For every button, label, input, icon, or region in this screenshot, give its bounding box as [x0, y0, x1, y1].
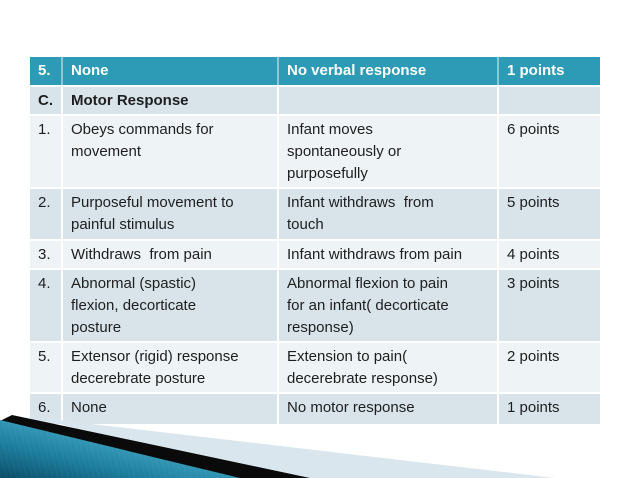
table-row: 5. Extensor (rigid) response decerebrate… [30, 341, 600, 392]
cell-criteria: Extensor (rigid) response decerebrate po… [61, 341, 277, 392]
cell-row-number: 2. [30, 187, 61, 239]
cell-infant: Extension to pain( decerebrate response) [277, 341, 497, 392]
cell-infant: Infant moves spontaneously or purposeful… [277, 114, 497, 187]
table-row: 1. Obeys commands for movement Infant mo… [30, 114, 600, 187]
teal-wedge-texture [0, 420, 240, 478]
cell-points: 4 points [497, 239, 600, 268]
cell-criteria: None [61, 392, 277, 424]
cell-row-number: 1. [30, 114, 61, 187]
cell-infant: No verbal response [277, 57, 497, 85]
cell-criteria: Purposeful movement to painful stimulus [61, 187, 277, 239]
pale-wedge [40, 418, 555, 478]
table-row: 4. Abnormal (spastic) flexion, decortica… [30, 268, 600, 341]
cell-criteria: None [61, 57, 277, 85]
cell-infant: No motor response [277, 392, 497, 424]
table-row: 6. None No motor response 1 points [30, 392, 600, 424]
cell-points: 2 points [497, 341, 600, 392]
cell-points: 1 points [497, 57, 600, 85]
table-row-section: C. Motor Response [30, 85, 600, 114]
cell-row-number: 4. [30, 268, 61, 341]
cell-infant: Infant withdraws from touch [277, 187, 497, 239]
table-row-header: 5. None No verbal response 1 points [30, 57, 600, 85]
table-row: 2. Purposeful movement to painful stimul… [30, 187, 600, 239]
cell-criteria: Withdraws from pain [61, 239, 277, 268]
cell-row-number: 3. [30, 239, 61, 268]
cell-row-number: 5. [30, 341, 61, 392]
cell-points: 3 points [497, 268, 600, 341]
gcs-table-container: 5. None No verbal response 1 points C. M… [30, 57, 600, 424]
cell-points: 6 points [497, 114, 600, 187]
cell-points: 1 points [497, 392, 600, 424]
cell-criteria: Abnormal (spastic) flexion, decorticate … [61, 268, 277, 341]
cell-row-number: 5. [30, 57, 61, 85]
cell-criteria: Motor Response [61, 85, 277, 114]
cell-points [497, 85, 600, 114]
cell-points: 5 points [497, 187, 600, 239]
corner-decoration [0, 415, 555, 478]
black-stripe [0, 415, 310, 478]
cell-infant [277, 85, 497, 114]
cell-criteria: Obeys commands for movement [61, 114, 277, 187]
cell-infant: Infant withdraws from pain [277, 239, 497, 268]
cell-row-number: C. [30, 85, 61, 114]
cell-infant: Abnormal flexion to pain for an infant( … [277, 268, 497, 341]
table-row: 3. Withdraws from pain Infant withdraws … [30, 239, 600, 268]
gcs-table: 5. None No verbal response 1 points C. M… [30, 57, 600, 424]
